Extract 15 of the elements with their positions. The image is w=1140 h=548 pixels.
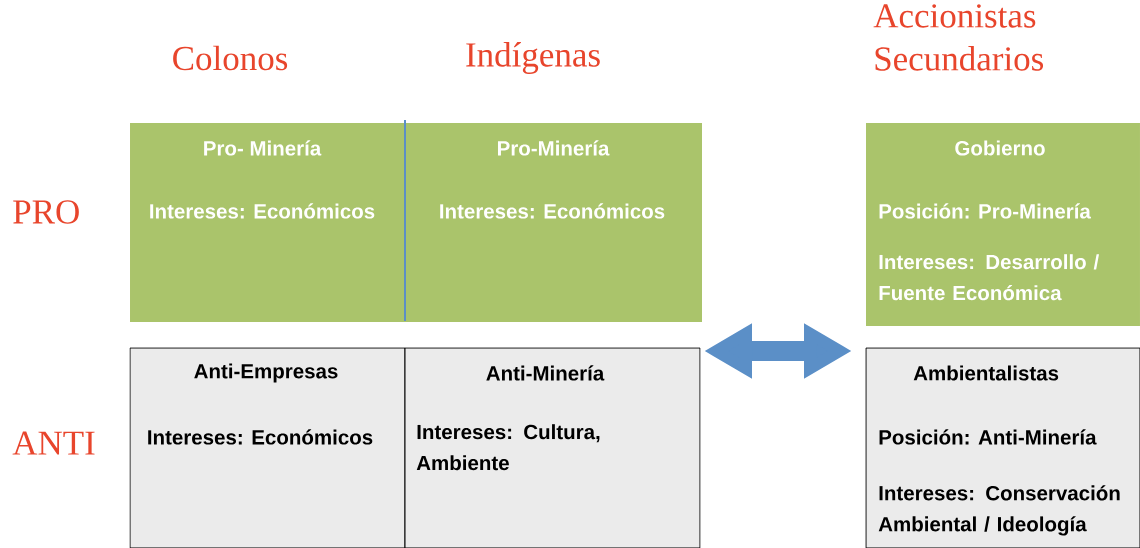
pro-box: Gobierno Posición: Pro-Minería Intereses: Desarrollo / Fuente Económica bbox=[866, 123, 1140, 326]
pro-box: Pro- Minería Intereses: Económicos bbox=[130, 123, 405, 322]
anti-box: Anti-Minería Intereses: Cultura, Ambiente bbox=[404, 347, 701, 548]
node-label: Pro- Minería bbox=[204, 140, 322, 156]
row-heading: PRO bbox=[13, 200, 79, 224]
column-heading: Accionistas Secundarios bbox=[873, 4, 1043, 71]
row-heading: ANTI bbox=[12, 431, 95, 455]
node-label: Intereses: Económicos bbox=[150, 203, 375, 219]
node-label: Pro-Minería bbox=[497, 140, 610, 156]
node-label: Intereses: Económicos bbox=[440, 203, 665, 219]
pro-box: Pro-Minería Intereses: Económicos bbox=[405, 123, 702, 322]
anti-box: Anti-Empresas Intereses: Económicos bbox=[129, 347, 406, 548]
column-heading: Indígenas bbox=[466, 42, 600, 74]
anti-box: Ambientalistas Posición: Anti-Minería Intereses: Conservación Ambiental / Ideología bbox=[865, 347, 1140, 548]
column-heading: Colonos bbox=[173, 45, 288, 71]
